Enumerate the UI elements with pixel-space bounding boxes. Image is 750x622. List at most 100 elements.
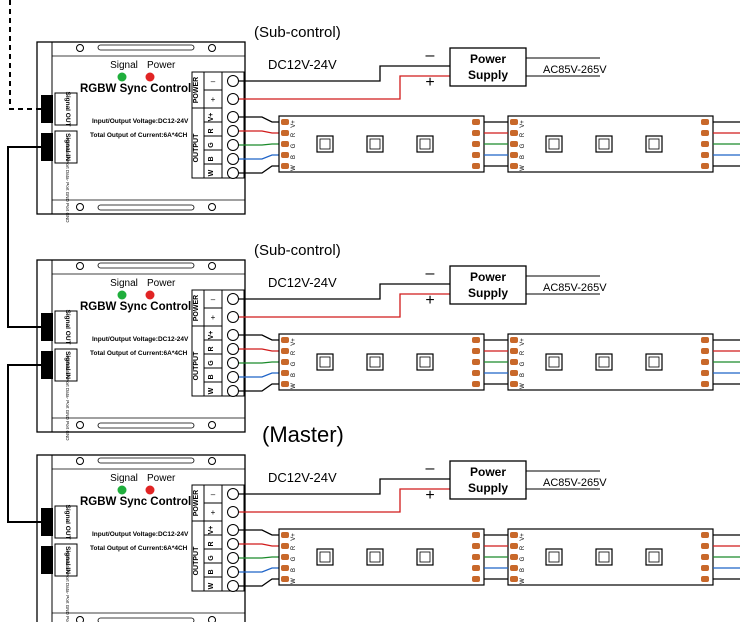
supply-minus-sign: –	[426, 265, 435, 282]
strip-pin-label: G	[520, 361, 526, 366]
signal-out-label: Signal OUT	[64, 309, 71, 344]
strip-pin-label: B	[520, 568, 526, 572]
led-chip	[595, 548, 613, 566]
strip-pad	[510, 359, 518, 365]
strip-pin-label: R	[291, 132, 297, 137]
strip-pad	[510, 337, 518, 343]
signal-out-label: Signal OUT	[64, 504, 71, 539]
led-chip	[645, 353, 663, 371]
output-block-label: OUTPUT	[193, 133, 200, 163]
screw-terminal	[227, 371, 239, 383]
signal-in-jack	[41, 351, 53, 379]
led-chip	[316, 135, 334, 153]
led-chip-inner	[319, 138, 331, 150]
strip-pad	[281, 565, 289, 571]
strip-pad	[510, 565, 518, 571]
strip-pin-label: W	[520, 165, 526, 171]
strip-pad	[701, 152, 709, 158]
controller-model: RGBW Sync Controller	[80, 83, 206, 95]
strip-pin-label: G	[520, 556, 526, 561]
screw-terminal	[227, 524, 239, 536]
signal-out-jack	[41, 313, 53, 341]
signal-indicator-label: Signal	[110, 60, 138, 71]
strip-pad	[281, 152, 289, 158]
screw-terminal	[227, 488, 239, 500]
power-supply-subtitle: Supply	[468, 68, 508, 82]
led-chip-inner	[648, 356, 660, 368]
channel-label: R	[208, 128, 215, 133]
mount-hole	[208, 421, 216, 429]
strip-pad	[510, 152, 518, 158]
channel-label: V+	[208, 331, 215, 340]
supply-plus-sign: +	[425, 74, 434, 91]
spec-current: Total Output of Current:6A*4CH	[90, 350, 188, 357]
led-chip	[366, 135, 384, 153]
channel-label: V+	[208, 113, 215, 122]
dc-positive-wire	[239, 488, 450, 513]
output-wire	[239, 143, 284, 146]
signal-in-port	[54, 348, 78, 382]
power-led	[145, 72, 155, 82]
ac-voltage-label: AC85V-265V	[543, 282, 607, 294]
channel-label: B	[208, 374, 215, 379]
strip-pad	[510, 119, 518, 125]
led-chip	[316, 548, 334, 566]
strip-pad	[701, 554, 709, 560]
strip-pin-label: V+	[291, 120, 297, 128]
strip-pad	[510, 348, 518, 354]
strip-pin-label: W	[291, 383, 297, 389]
vent-slot	[97, 617, 195, 622]
strip-pad	[281, 359, 289, 365]
strip-pin-label: V+	[520, 120, 526, 128]
strip-pad	[472, 554, 480, 560]
ac-voltage-label: AC85V-265V	[543, 477, 607, 489]
led-chip-inner	[369, 138, 381, 150]
screw-terminal	[227, 153, 239, 165]
strip-pin-label: W	[291, 165, 297, 171]
led-chip	[416, 353, 434, 371]
output-block-label: OUTPUT	[193, 351, 200, 381]
screw-terminal	[227, 329, 239, 341]
led-chip	[366, 353, 384, 371]
power-supply-title: Power	[470, 465, 506, 479]
output-wire	[239, 154, 284, 160]
screw-terminal	[227, 293, 239, 305]
screw-terminal	[227, 343, 239, 355]
output-block	[191, 325, 223, 397]
dc-voltage-label: DC12V-24V	[268, 470, 337, 485]
power-plus: +	[211, 95, 216, 104]
led-chip-inner	[419, 551, 431, 563]
ac-voltage-label: AC85V-265V	[543, 64, 607, 76]
signal-chain-upstream	[9, 0, 41, 110]
mount-hole	[76, 262, 84, 270]
signal-out-port	[54, 505, 78, 539]
strip-pad	[472, 348, 480, 354]
strip-pad	[510, 576, 518, 582]
output-wire	[239, 556, 284, 559]
strip-pad	[510, 163, 518, 169]
output-wire	[239, 372, 284, 378]
signal-chain-link	[7, 364, 41, 523]
supply-minus-sign: –	[426, 460, 435, 477]
led-chip-inner	[319, 356, 331, 368]
power-block-label: POWER	[193, 295, 200, 321]
channel-label: W	[208, 387, 215, 394]
strip-pad	[510, 532, 518, 538]
channel-label: W	[208, 169, 215, 176]
power-block-label: POWER	[193, 77, 200, 103]
supply-plus-sign: +	[425, 292, 434, 309]
strip-pad	[281, 163, 289, 169]
screw-terminal	[227, 111, 239, 123]
strip-pad	[472, 576, 480, 582]
strip-pad	[701, 381, 709, 387]
output-wire	[239, 383, 284, 392]
port-pinout: Port Data+ Port Data- Port GND Port GND	[65, 356, 70, 442]
screw-terminal	[227, 566, 239, 578]
mount-hole	[76, 421, 84, 429]
screw-terminal	[227, 385, 239, 397]
led-chip	[595, 353, 613, 371]
dc-negative-wire	[239, 283, 450, 300]
strip-pin-label: W	[520, 578, 526, 584]
strip-pad	[701, 119, 709, 125]
